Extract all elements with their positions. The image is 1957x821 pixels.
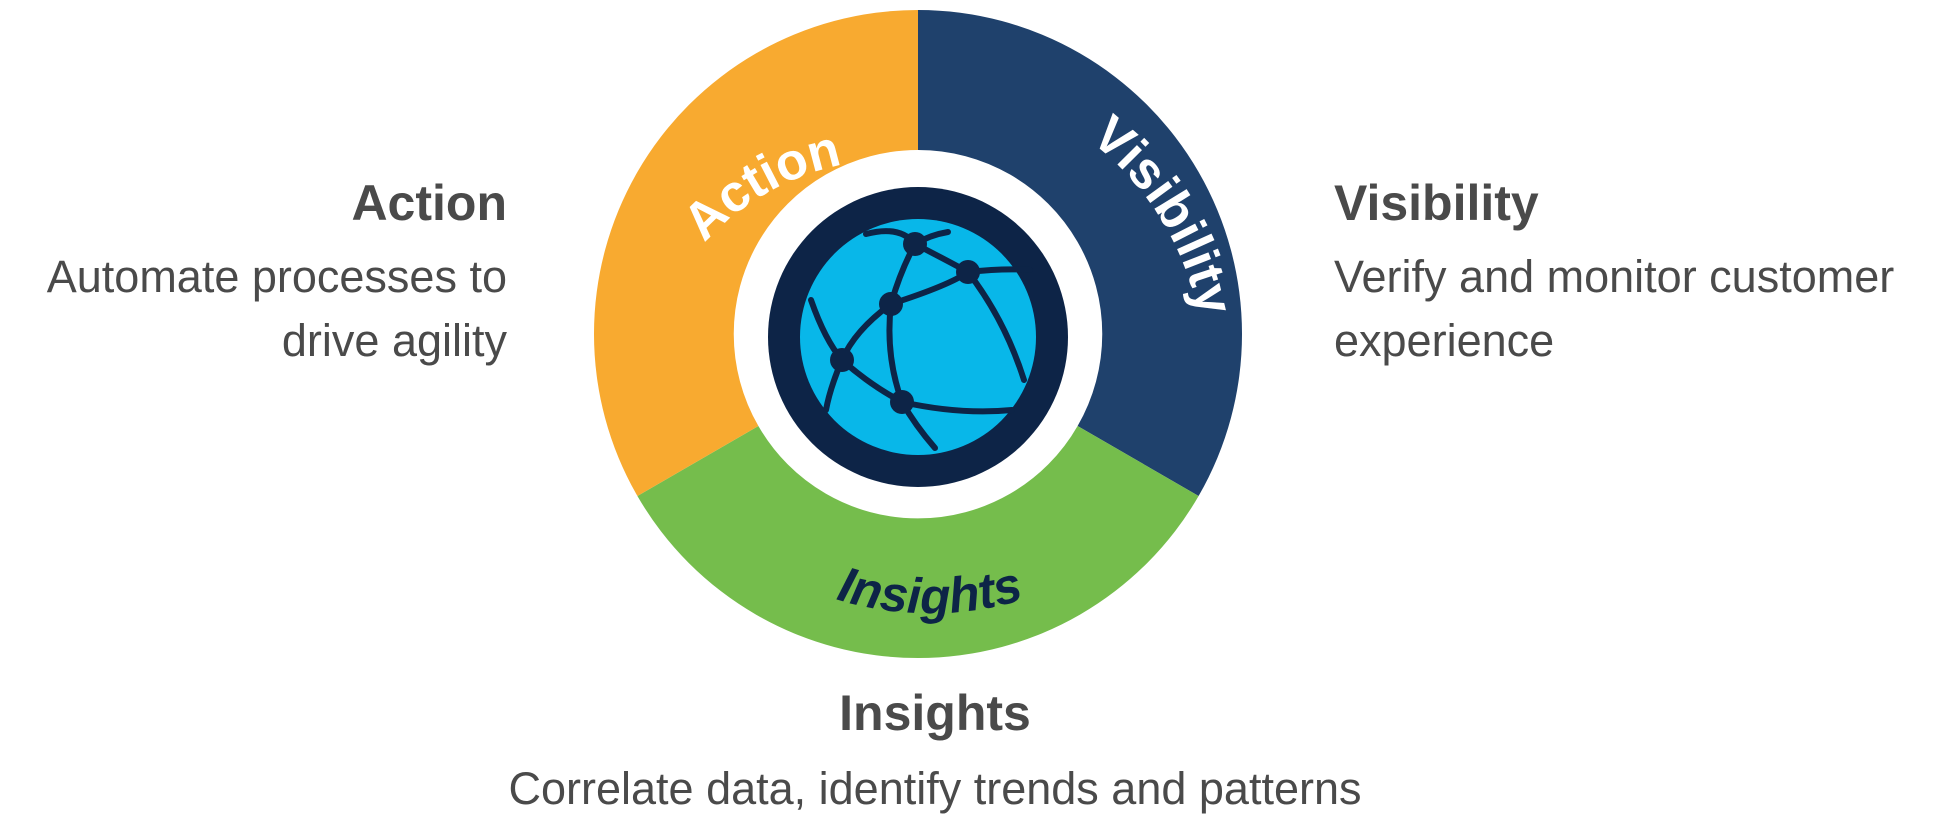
insights-segment — [637, 426, 1199, 659]
action-segment — [593, 10, 918, 496]
insights-description: Correlate data, identify trends and patt… — [508, 763, 1362, 814]
visibility-description: Verify and monitor customer experience — [1334, 251, 1895, 366]
globe-network-icon — [768, 187, 1068, 487]
visibility-segment — [918, 10, 1243, 496]
action-description: Automate processes to drive agility — [46, 251, 507, 366]
visibility-heading: Visibility — [1334, 175, 1539, 231]
action-heading: Action — [351, 175, 507, 231]
insights-heading: Insights — [839, 685, 1031, 741]
